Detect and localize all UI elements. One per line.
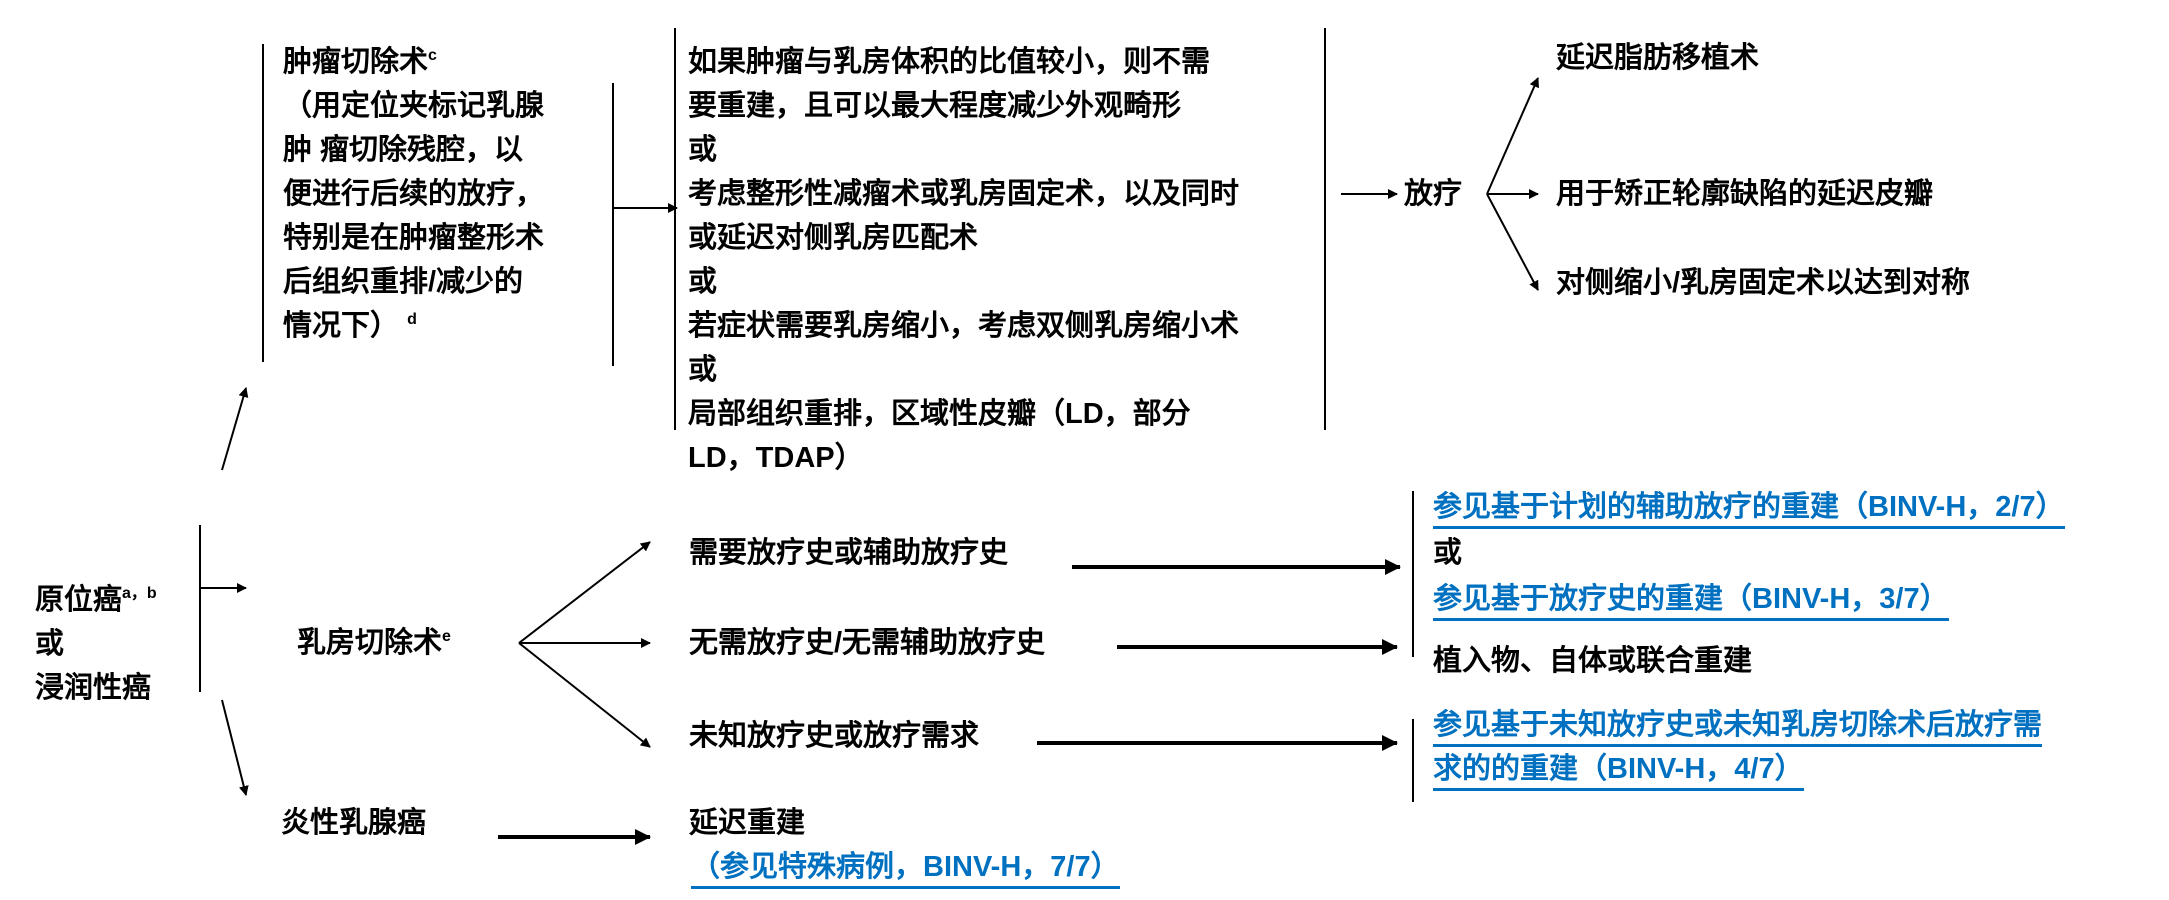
option-or: 或 — [688, 354, 718, 386]
option-line: 局部组织重排，区域性皮瓣（LD，部分 — [688, 398, 1191, 430]
option-or: 或 — [688, 266, 718, 298]
option-line: 要重建，且可以最大程度减少外观畸形 — [688, 90, 1182, 122]
mastectomy-label: 乳房切除术 — [297, 627, 443, 659]
branch-rt-required: 需要放疗史或辅助放疗史 — [689, 537, 1009, 569]
root-label-in-situ: 原位癌 — [35, 584, 123, 616]
outcome-or: 或 — [1433, 537, 1463, 569]
lumpectomy-note-line: 肿 瘤切除残腔，以 — [283, 134, 524, 166]
footnote-d: d — [407, 311, 417, 328]
root-node: 原位癌a，b 或 浸润性癌 — [35, 578, 157, 710]
link-binv-h-7-7[interactable]: （参见特殊病例，BINV-H，7/7） — [691, 848, 1120, 889]
link-binv-h-4-7-wrap2: 求的的重建（BINV-H，4/7） — [1433, 750, 1804, 791]
root-label-or: 或 — [35, 628, 65, 660]
branch-rt-not-required: 无需放疗史/无需辅助放疗史 — [689, 627, 1046, 659]
radiation-node: 放疗 — [1404, 178, 1463, 210]
option-or: 或 — [688, 134, 718, 166]
lumpectomy-note-line: 便进行后续的放疗， — [283, 178, 545, 210]
link-binv-h-2-7[interactable]: 参见基于计划的辅助放疗的重建（BINV-H，2/7） — [1433, 488, 2065, 529]
link-binv-h-3-7[interactable]: 参见基于放疗史的重建（BINV-H，3/7） — [1433, 580, 1949, 621]
footnote-e: e — [442, 628, 451, 645]
link-binv-h-4-7-wrap: 参见基于未知放疗史或未知乳房切除术后放疗需 — [1433, 706, 2043, 747]
footnote-ab: a，b — [122, 585, 157, 602]
option-line: 如果肿瘤与乳房体积的比值较小，则不需 — [688, 46, 1211, 78]
link-binv-h-2-7-wrap: 参见基于计划的辅助放疗的重建（BINV-H，2/7） — [1433, 488, 2065, 529]
post-radiation-fat-graft: 延迟脂肪移植术 — [1556, 42, 1760, 74]
post-radiation-symmetry: 对侧缩小/乳房固定术以达到对称 — [1556, 267, 1971, 299]
inflammatory-node: 炎性乳腺癌 — [281, 807, 427, 839]
lumpectomy-note-line: （用定位夹标记乳腺 — [283, 90, 545, 122]
branch-rt-unknown: 未知放疗史或放疗需求 — [689, 720, 980, 752]
outcome-implant: 植入物、自体或联合重建 — [1433, 645, 1753, 677]
mastectomy-node: 乳房切除术e — [297, 628, 451, 658]
lumpectomy-title: 肿瘤切除术 — [283, 46, 429, 78]
lumpectomy-note-line: 特别是在肿瘤整形术 — [283, 222, 545, 254]
link-binv-h-4-7-line1[interactable]: 参见基于未知放疗史或未知乳房切除术后放疗需 — [1433, 706, 2043, 747]
lumpectomy-note-line: 情况下） — [283, 310, 400, 342]
option-line: 考虑整形性减瘤术或乳房固定术，以及同时 — [688, 178, 1240, 210]
delayed-reconstruction: 延迟重建 — [689, 807, 806, 839]
link-binv-h-7-7-wrap: （参见特殊病例，BINV-H，7/7） — [691, 848, 1120, 889]
footnote-c: c — [428, 47, 437, 64]
root-label-invasive: 浸润性癌 — [35, 672, 152, 704]
lumpectomy-note-line: 后组织重排/减少的 — [283, 266, 524, 298]
option-line: LD，TDAP） — [688, 442, 864, 474]
post-radiation-flap: 用于矫正轮廓缺陷的延迟皮瓣 — [1556, 178, 1934, 210]
link-binv-h-4-7-line2[interactable]: 求的的重建（BINV-H，4/7） — [1433, 750, 1804, 791]
link-binv-h-3-7-wrap: 参见基于放疗史的重建（BINV-H，3/7） — [1433, 580, 1949, 621]
lumpectomy-options: 如果肿瘤与乳房体积的比值较小，则不需 要重建，且可以最大程度减少外观畸形 或 考… — [688, 40, 1239, 480]
option-line: 或延迟对侧乳房匹配术 — [688, 222, 979, 254]
lumpectomy-node: 肿瘤切除术c （用定位夹标记乳腺 肿 瘤切除残腔，以 便进行后续的放疗， 特别是… — [283, 40, 544, 348]
option-line: 若症状需要乳房缩小，考虑双侧乳房缩小术 — [688, 310, 1240, 342]
